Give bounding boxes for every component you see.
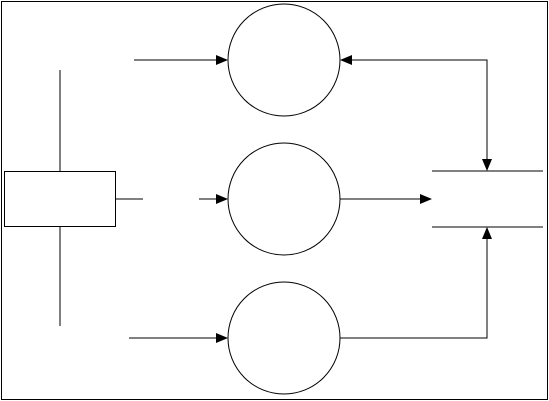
flow-store-to-process-1 [340,55,488,170]
process-2-circle [227,142,341,256]
flow-process-1-to-store [341,59,492,171]
external-entity-box [4,171,116,227]
process-3-circle [227,281,341,395]
flow-process-3-to-store [340,227,492,339]
process-1-circle [227,3,341,117]
